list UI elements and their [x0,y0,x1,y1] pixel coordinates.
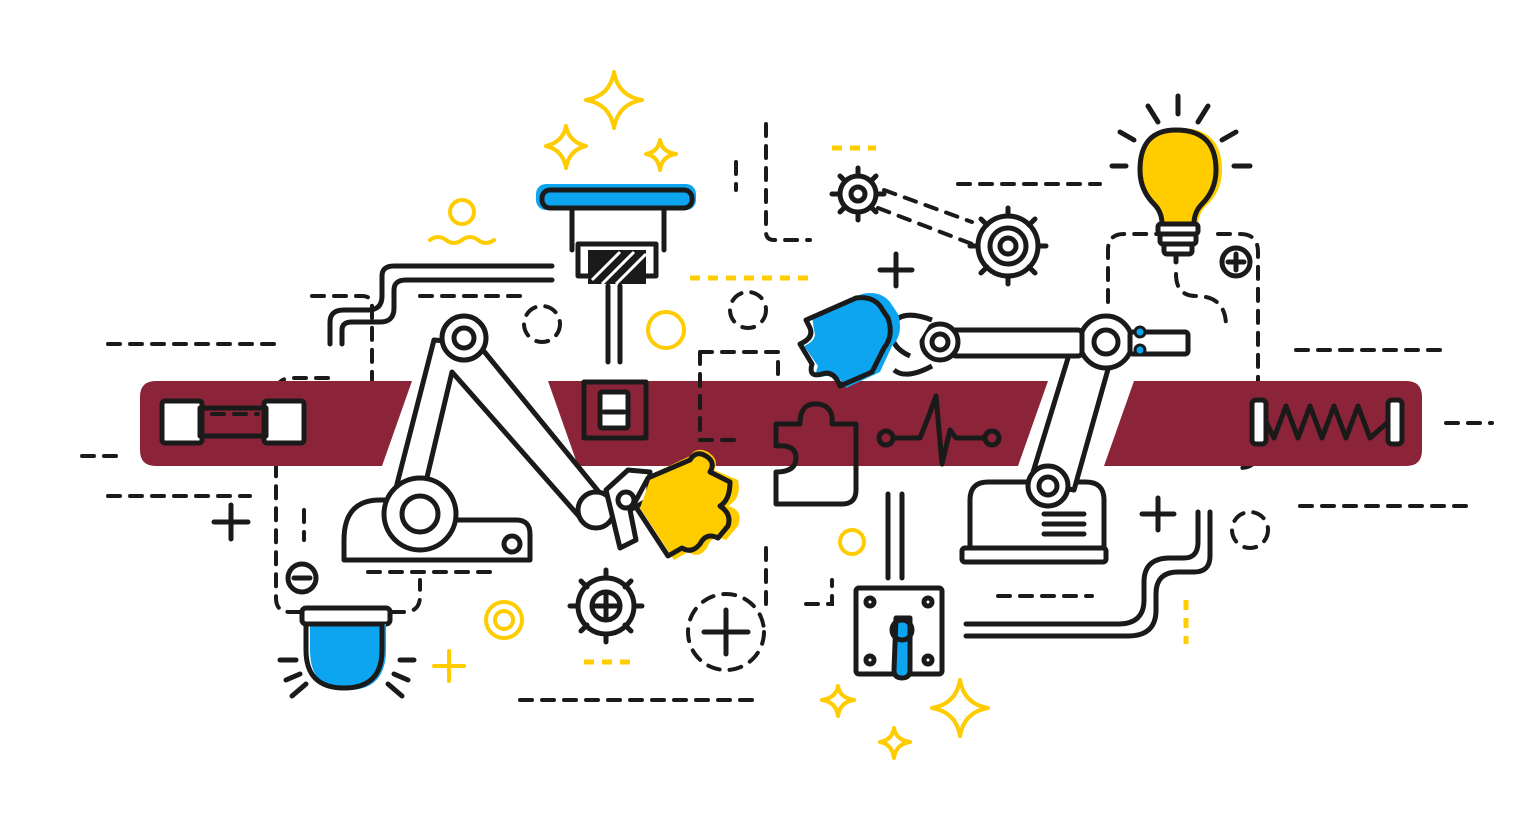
puzzle-piece-icon [631,449,740,560]
heartbeat-icon [876,393,1002,467]
puzzle-outline-icon [698,350,859,507]
gear-icon [829,165,887,223]
beacon-light-icon [277,605,417,699]
gear-icon [567,567,645,645]
fuse-icon [159,398,307,446]
yellow-decorations [428,145,1189,683]
robot-arm-icon [888,312,1191,565]
sparkle-icon [544,70,990,760]
lightbulb-icon [1109,93,1253,265]
decorative-lines [80,122,1494,702]
decorative-symbols [211,245,1270,672]
robot-arm-icon [341,313,653,563]
puzzle-piece-icon [797,293,900,389]
spring-icon [1249,397,1405,447]
press-icon [536,184,696,441]
gear-icon [876,188,1049,287]
toggle-switch-icon [853,585,945,681]
pipe-lines [327,263,1213,639]
